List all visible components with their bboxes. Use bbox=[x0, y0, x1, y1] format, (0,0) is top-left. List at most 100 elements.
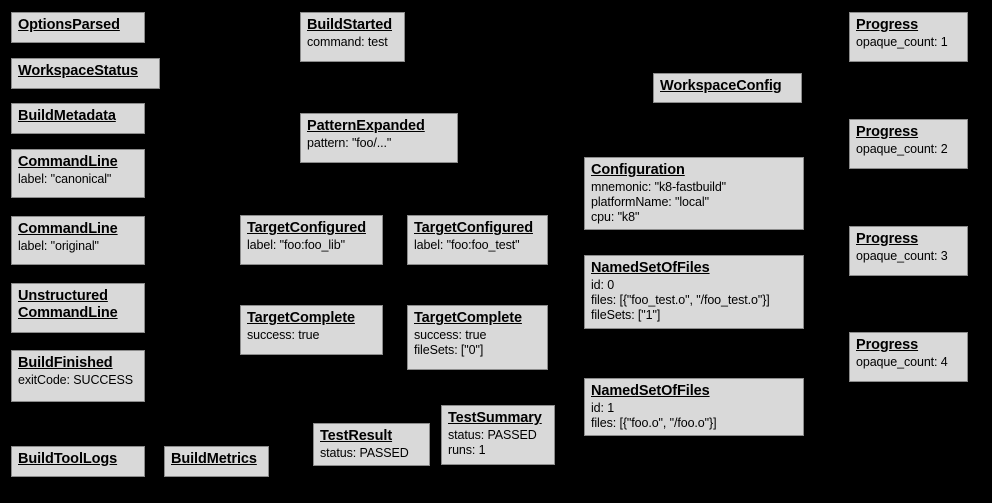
node-fields: opaque_count: 4 bbox=[856, 355, 961, 370]
graph-node-target-configured-foo-test[interactable]: TargetConfigured label: "foo:foo_test" bbox=[407, 215, 548, 265]
node-field: opaque_count: 1 bbox=[856, 35, 948, 49]
node-field: label: "original" bbox=[18, 239, 99, 253]
node-fields: opaque_count: 2 bbox=[856, 142, 961, 157]
node-field: runs: 1 bbox=[448, 443, 486, 457]
graph-node-progress-2[interactable]: Progress opaque_count: 2 bbox=[849, 119, 968, 169]
graph-node-build-finished[interactable]: BuildFinished exitCode: SUCCESS bbox=[11, 350, 145, 402]
node-title: Progress bbox=[856, 17, 961, 34]
node-title-line: CommandLine bbox=[18, 154, 118, 170]
graph-node-build-metadata[interactable]: BuildMetadata bbox=[11, 103, 145, 134]
node-title-line: BuildMetadata bbox=[18, 108, 116, 124]
graph-node-progress-1[interactable]: Progress opaque_count: 1 bbox=[849, 12, 968, 62]
node-fields: label: "foo:foo_test" bbox=[414, 238, 541, 253]
node-title: BuildStarted bbox=[307, 17, 398, 34]
node-field: cpu: "k8" bbox=[591, 210, 640, 224]
node-field: success: true bbox=[414, 328, 487, 342]
node-title: PatternExpanded bbox=[307, 118, 451, 135]
graph-node-progress-4[interactable]: Progress opaque_count: 4 bbox=[849, 332, 968, 382]
node-title: TargetComplete bbox=[247, 310, 376, 327]
node-title-line: BuildFinished bbox=[18, 355, 113, 371]
node-title: NamedSetOfFiles bbox=[591, 383, 797, 400]
node-field: opaque_count: 3 bbox=[856, 249, 948, 263]
node-title: Progress bbox=[856, 124, 961, 141]
node-field: success: true bbox=[247, 328, 320, 342]
node-title-line: TestSummary bbox=[448, 410, 542, 426]
node-field: status: PASSED bbox=[448, 428, 537, 442]
node-field: files: [{"foo.o", "/foo.o"}] bbox=[591, 416, 717, 430]
node-title-line: NamedSetOfFiles bbox=[591, 383, 710, 399]
node-title-line: Progress bbox=[856, 17, 919, 33]
node-fields: mnemonic: "k8-fastbuild"platformName: "l… bbox=[591, 180, 797, 225]
graph-node-workspace-status[interactable]: WorkspaceStatus bbox=[11, 58, 160, 89]
node-title-line: Unstructured bbox=[18, 288, 108, 304]
node-title: CommandLine bbox=[18, 221, 138, 238]
graph-node-workspace-config[interactable]: WorkspaceConfig bbox=[653, 73, 802, 103]
node-title: TestResult bbox=[320, 428, 423, 445]
node-field: opaque_count: 4 bbox=[856, 355, 948, 369]
node-field: exitCode: SUCCESS bbox=[18, 373, 134, 387]
node-field: fileSets: ["1"] bbox=[591, 308, 661, 322]
graph-node-build-started[interactable]: BuildStarted command: test bbox=[300, 12, 405, 62]
node-field: status: PASSED bbox=[320, 446, 409, 460]
node-fields: status: PASSED bbox=[320, 446, 423, 461]
node-fields: opaque_count: 3 bbox=[856, 249, 961, 264]
graph-node-command-line-canonical[interactable]: CommandLine label: "canonical" bbox=[11, 149, 145, 198]
node-title: Configuration bbox=[591, 162, 797, 179]
node-title: WorkspaceStatus bbox=[18, 63, 153, 80]
node-field: mnemonic: "k8-fastbuild" bbox=[591, 180, 727, 194]
node-title: TargetComplete bbox=[414, 310, 541, 327]
node-title-line: TargetComplete bbox=[414, 310, 522, 326]
graph-node-configuration[interactable]: Configuration mnemonic: "k8-fastbuild"pla… bbox=[584, 157, 804, 230]
graph-node-build-metrics[interactable]: BuildMetrics bbox=[164, 446, 269, 477]
node-field: label: "foo:foo_lib" bbox=[247, 238, 345, 252]
node-fields: exitCode: SUCCESS bbox=[18, 373, 138, 388]
node-title-line: Configuration bbox=[591, 162, 685, 178]
node-title-line: BuildMetrics bbox=[171, 451, 257, 467]
graph-node-command-line-original[interactable]: CommandLine label: "original" bbox=[11, 216, 145, 265]
node-title: TestSummary bbox=[448, 410, 548, 427]
node-title-line: CommandLine bbox=[18, 221, 118, 237]
node-title: WorkspaceConfig bbox=[660, 78, 795, 95]
node-fields: command: test bbox=[307, 35, 398, 50]
node-fields: opaque_count: 1 bbox=[856, 35, 961, 50]
node-title: TargetConfigured bbox=[247, 220, 376, 237]
node-title-line: BuildStarted bbox=[307, 17, 393, 33]
node-field: label: "canonical" bbox=[18, 172, 112, 186]
node-title-line: TargetConfigured bbox=[414, 220, 533, 236]
graph-node-build-tool-logs[interactable]: BuildToolLogs bbox=[11, 446, 145, 477]
graph-node-target-configured-foo-lib[interactable]: TargetConfigured label: "foo:foo_lib" bbox=[240, 215, 383, 265]
node-title-line: Progress bbox=[856, 124, 919, 140]
node-title: NamedSetOfFiles bbox=[591, 260, 797, 277]
node-field: opaque_count: 2 bbox=[856, 142, 948, 156]
node-title-line: TargetConfigured bbox=[247, 220, 366, 236]
graph-node-options-parsed[interactable]: OptionsParsed bbox=[11, 12, 145, 43]
node-fields: pattern: "foo/..." bbox=[307, 136, 451, 151]
node-title: TargetConfigured bbox=[414, 220, 541, 237]
node-fields: label: "canonical" bbox=[18, 172, 138, 187]
node-title: Progress bbox=[856, 337, 961, 354]
node-title-line: Progress bbox=[856, 337, 919, 353]
node-title-line: WorkspaceStatus bbox=[18, 63, 138, 79]
node-title: BuildToolLogs bbox=[18, 451, 138, 468]
node-title: BuildFinished bbox=[18, 355, 138, 372]
node-title-line: WorkspaceConfig bbox=[660, 78, 782, 94]
node-field: fileSets: ["0"] bbox=[414, 343, 484, 357]
node-fields: label: "foo:foo_lib" bbox=[247, 238, 376, 253]
node-field: files: [{"foo_test.o", "/foo_test.o"}] bbox=[591, 293, 770, 307]
node-field: platformName: "local" bbox=[591, 195, 709, 209]
node-field: id: 1 bbox=[591, 401, 615, 415]
node-fields: label: "original" bbox=[18, 239, 138, 254]
